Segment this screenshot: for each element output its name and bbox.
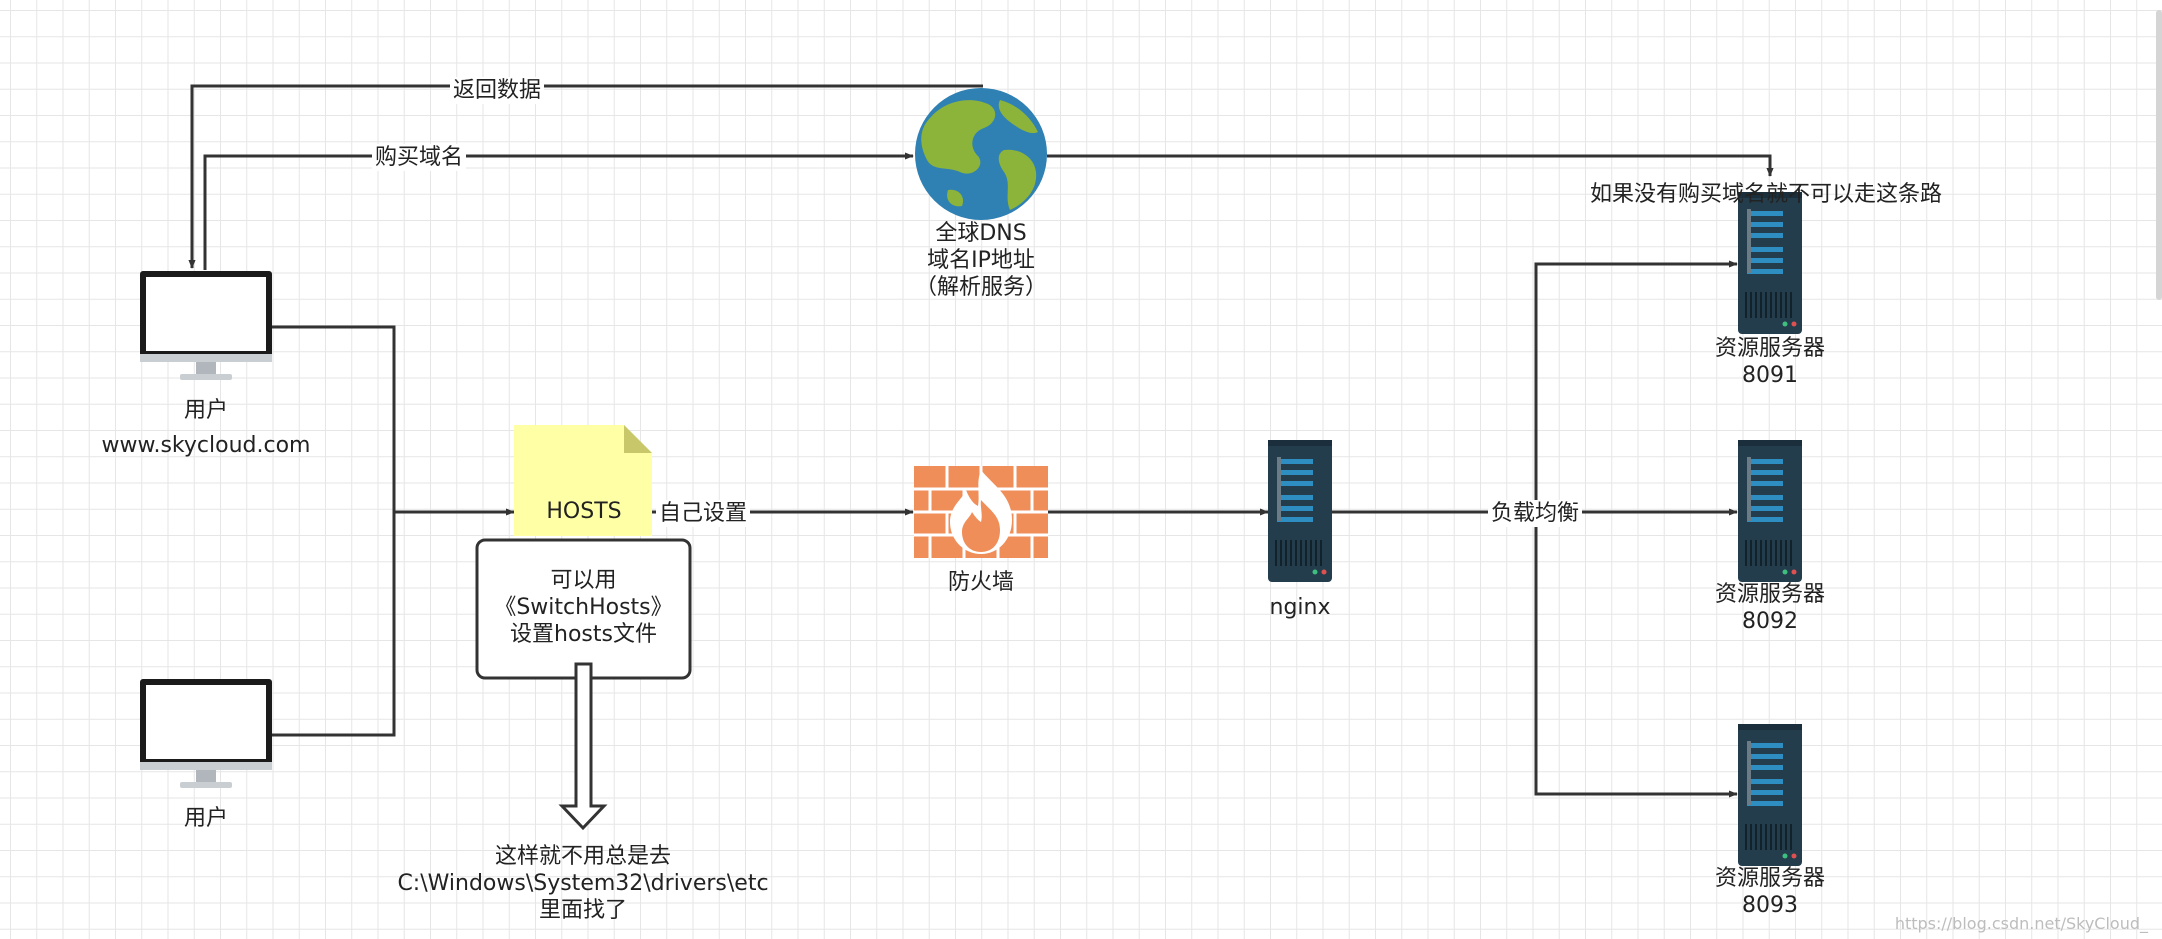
server-8093-port: 8093: [1742, 893, 1798, 918]
path-note-line2: C:\Windows\System32\drivers\etc: [397, 871, 769, 896]
edge-lb-8093[interactable]: [1534, 512, 1738, 798]
edge-label-return-data: 返回数据: [450, 77, 545, 104]
server-8092-port: 8092: [1742, 609, 1798, 634]
nginx-server-icon[interactable]: [1268, 440, 1332, 582]
edge-user1-merge[interactable]: [270, 325, 396, 512]
no-domain-note: 如果没有购买域名就不可以走这条路: [1590, 182, 1943, 207]
firewall-label: 防火墙: [947, 570, 1014, 595]
edge-label-self-set: 自己设置: [656, 500, 751, 527]
path-note-line3: 里面找了: [538, 898, 627, 923]
user1-label: 用户: [183, 398, 228, 423]
nginx-label: nginx: [1269, 595, 1331, 620]
edge-return-data[interactable]: [188, 84, 983, 269]
monitor-icon-user2[interactable]: [140, 679, 272, 788]
edge-label-load-balance: 负载均衡: [1488, 500, 1583, 527]
hollow-down-arrow-icon: [558, 662, 608, 831]
server-8091-icon[interactable]: [1738, 192, 1802, 334]
watermark-text: https://blog.csdn.net/SkyCloud_: [1894, 914, 2148, 933]
hosts-note-icon[interactable]: [514, 425, 652, 536]
server-8093-icon[interactable]: [1738, 724, 1802, 866]
dns-label-line3: （解析服务）: [914, 275, 1047, 300]
path-note-line1: 这样就不用总是去: [494, 844, 671, 869]
globe-icon[interactable]: [915, 88, 1047, 220]
firewall-icon[interactable]: [914, 466, 1048, 558]
edge-label-buy-domain: 购买域名: [372, 144, 467, 171]
server-8091-name: 资源服务器: [1714, 336, 1825, 361]
edge-dns-to-server[interactable]: [1047, 154, 1774, 177]
switchhosts-note-line2: 《SwitchHosts》: [494, 595, 673, 620]
monitor-icon-user1[interactable]: [140, 271, 272, 380]
user2-label: 用户: [183, 806, 228, 831]
switchhosts-note-line3: 设置hosts文件: [510, 622, 657, 647]
edge-buy-domain[interactable]: [203, 152, 914, 270]
server-8092-icon[interactable]: [1738, 440, 1802, 582]
dns-label-line2: 域名IP地址: [927, 248, 1035, 273]
dns-label-line1: 全球DNS: [935, 221, 1027, 246]
server-8092-name: 资源服务器: [1714, 582, 1825, 607]
switchhosts-note-line1: 可以用: [550, 568, 617, 593]
edge-user2-merge[interactable]: [270, 512, 396, 737]
edge-lb-8091[interactable]: [1534, 260, 1738, 512]
server-8093-name: 资源服务器: [1714, 866, 1825, 891]
hosts-label: HOSTS: [546, 499, 622, 524]
server-8091-port: 8091: [1742, 363, 1798, 388]
user1-domain-label: www.skycloud.com: [101, 433, 311, 458]
vertical-scrollbar[interactable]: [2156, 10, 2162, 300]
